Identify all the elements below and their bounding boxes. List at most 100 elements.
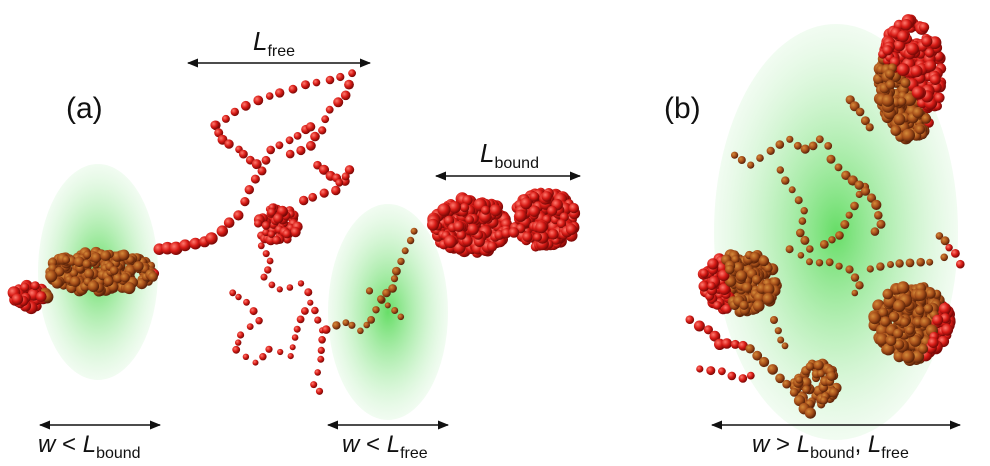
bead bbox=[893, 350, 905, 363]
bead bbox=[685, 315, 695, 325]
bead bbox=[923, 303, 934, 314]
bead bbox=[763, 283, 775, 295]
bead bbox=[514, 209, 527, 222]
bead bbox=[344, 165, 355, 175]
bead bbox=[533, 232, 542, 242]
bead bbox=[707, 258, 719, 270]
bead bbox=[800, 377, 812, 388]
bead bbox=[774, 327, 782, 335]
bead bbox=[894, 339, 905, 350]
bead bbox=[253, 95, 264, 106]
bead bbox=[261, 221, 271, 230]
bead bbox=[897, 97, 907, 106]
w-gt-both-relation: > bbox=[769, 431, 796, 458]
bead bbox=[752, 274, 762, 285]
bead bbox=[310, 381, 318, 389]
w-lt-Lbound-subscript: bound bbox=[96, 445, 141, 462]
bead bbox=[87, 280, 100, 292]
bead bbox=[406, 236, 415, 245]
bead bbox=[725, 276, 737, 287]
bead bbox=[794, 196, 803, 205]
bead bbox=[893, 299, 906, 313]
bead bbox=[921, 35, 933, 47]
bead bbox=[775, 140, 785, 149]
bead bbox=[896, 63, 910, 77]
bead bbox=[224, 139, 234, 149]
bead bbox=[841, 170, 851, 180]
bead bbox=[84, 268, 95, 279]
bead bbox=[796, 228, 805, 238]
bead bbox=[348, 69, 356, 78]
bead bbox=[314, 369, 322, 376]
bead bbox=[871, 199, 882, 210]
bead bbox=[741, 282, 753, 293]
bead bbox=[456, 230, 467, 240]
bead bbox=[118, 249, 130, 261]
bead bbox=[266, 257, 274, 265]
bead bbox=[11, 293, 24, 306]
bead bbox=[301, 307, 309, 315]
bead bbox=[275, 88, 285, 98]
w-gt-both-L1: L bbox=[797, 431, 810, 458]
bead bbox=[777, 336, 785, 344]
bead bbox=[448, 201, 461, 214]
bead bbox=[262, 250, 270, 258]
bead bbox=[756, 154, 764, 162]
bead bbox=[460, 202, 470, 213]
bead bbox=[282, 229, 292, 239]
bead bbox=[293, 325, 301, 333]
bead bbox=[893, 113, 906, 126]
bead bbox=[547, 205, 558, 216]
bead bbox=[855, 107, 865, 117]
bead bbox=[815, 259, 824, 267]
bead bbox=[266, 145, 276, 155]
bead bbox=[388, 284, 397, 293]
bead bbox=[926, 258, 934, 266]
bead bbox=[882, 45, 893, 56]
bead bbox=[341, 172, 350, 181]
bead bbox=[762, 292, 775, 305]
bead bbox=[825, 258, 834, 267]
bead bbox=[855, 281, 864, 290]
bead bbox=[296, 315, 305, 324]
bead bbox=[900, 317, 910, 327]
bead bbox=[307, 299, 314, 306]
bead bbox=[259, 353, 267, 361]
bead bbox=[249, 307, 258, 316]
bead bbox=[287, 353, 294, 360]
green-cloud-middle bbox=[328, 204, 448, 420]
bead bbox=[781, 342, 789, 350]
bead bbox=[798, 217, 807, 225]
bead bbox=[766, 146, 775, 155]
bead bbox=[254, 219, 263, 228]
bead bbox=[828, 387, 839, 398]
bead bbox=[261, 155, 271, 165]
bead bbox=[860, 116, 870, 126]
bead bbox=[257, 242, 265, 250]
bead bbox=[290, 227, 301, 238]
bead bbox=[911, 86, 925, 99]
bead bbox=[745, 344, 755, 354]
bead bbox=[934, 92, 945, 104]
bead bbox=[706, 366, 716, 376]
bead bbox=[100, 250, 111, 261]
bead bbox=[735, 270, 748, 282]
bead bbox=[956, 259, 965, 269]
bead bbox=[887, 261, 894, 268]
arrow-layer bbox=[38, 58, 962, 430]
bead bbox=[205, 232, 218, 245]
bead bbox=[487, 241, 498, 252]
bead bbox=[713, 301, 722, 310]
bead bbox=[707, 281, 716, 291]
w-gt-both-sub2: free bbox=[881, 445, 909, 462]
bead bbox=[781, 176, 790, 185]
polymer-chains bbox=[7, 14, 965, 419]
bead bbox=[36, 291, 47, 302]
bead bbox=[868, 312, 881, 325]
bead bbox=[556, 219, 567, 229]
panel-label-a: (a) bbox=[66, 92, 103, 125]
bead bbox=[321, 115, 330, 124]
bead bbox=[725, 264, 735, 275]
bead bbox=[133, 261, 144, 272]
bead bbox=[763, 263, 773, 273]
